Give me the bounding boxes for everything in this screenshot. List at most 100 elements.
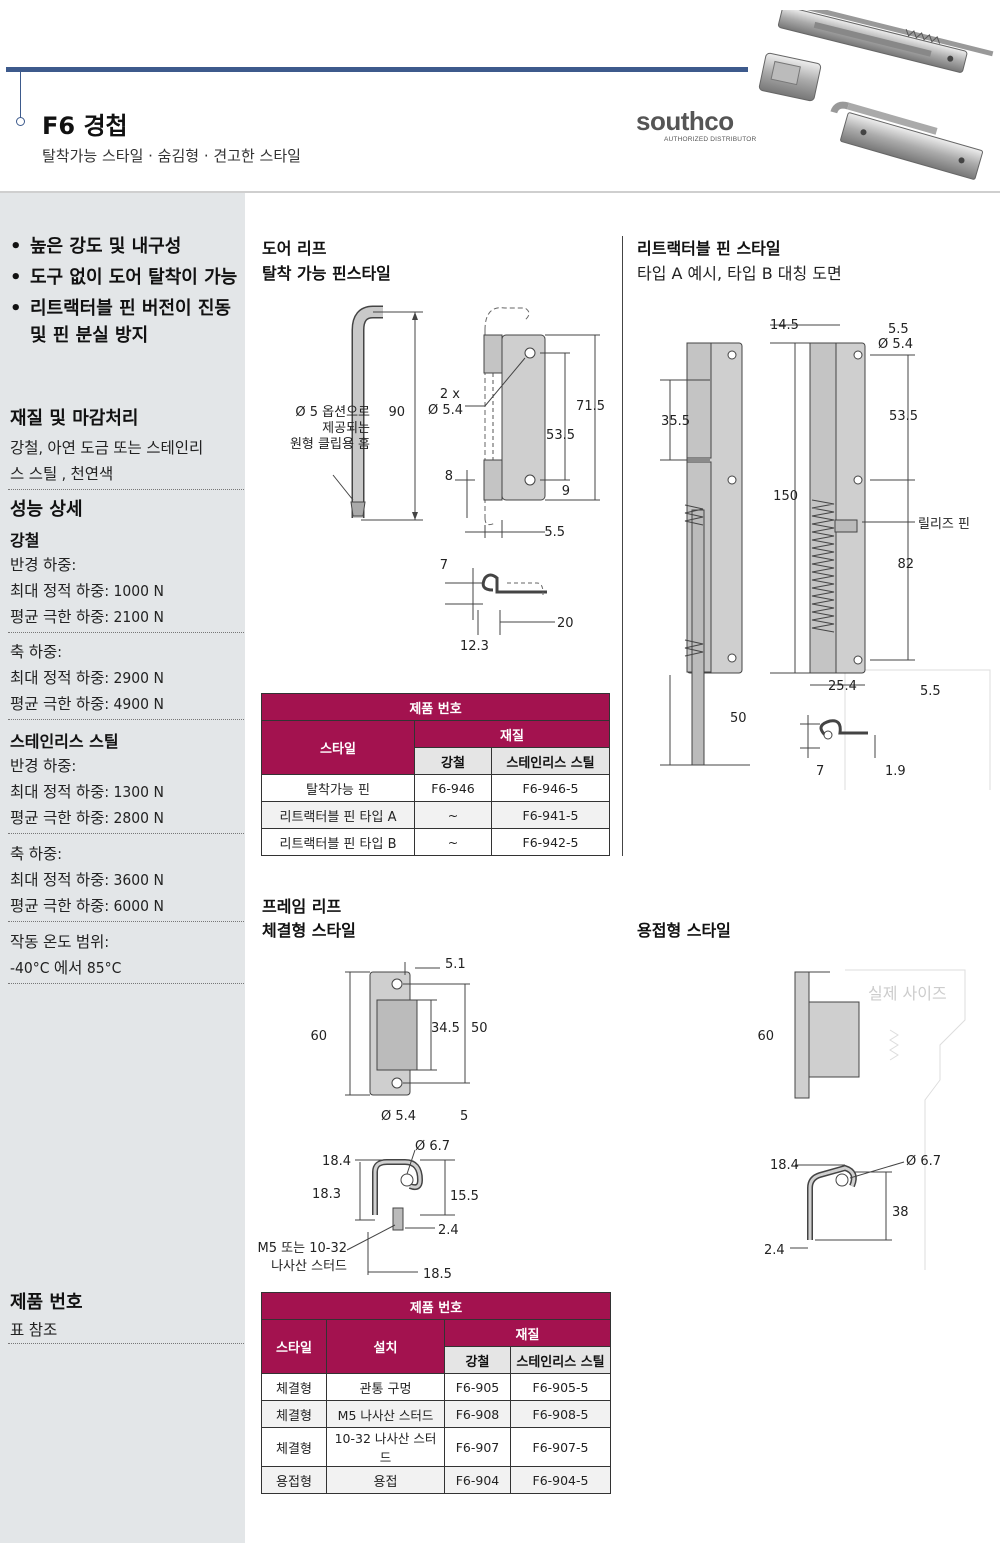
cell: 용접형: [261, 1466, 327, 1494]
dim-8: 8: [445, 469, 453, 484]
dim-2-4: 2.4: [438, 1223, 459, 1238]
retract-subtitle: 타입 A 예시, 타입 B 대칭 도면: [637, 264, 842, 283]
dim-7: 7: [440, 558, 448, 573]
dim-18-5: 18.5: [423, 1267, 452, 1280]
header-separator: [0, 191, 1000, 193]
divider: [8, 833, 244, 834]
col-steel: 강철: [414, 747, 492, 775]
dim-35-5: 35.5: [661, 414, 690, 429]
divider: [8, 632, 244, 633]
table-row: 용접형 용접 F6-904 F6-904-5: [261, 1466, 611, 1494]
part-number-table-2: 제품 번호 스타일 설치 재질 강철 스테인리스 스틸 체결형 관통 구멍 F6…: [261, 1292, 611, 1494]
dim-90: 90: [388, 405, 405, 420]
cell: F6-941-5: [491, 801, 610, 829]
dim-12-3: 12.3: [460, 639, 489, 654]
cell: 체결형: [261, 1400, 327, 1428]
retract-drawing: 35.5 50 150 14.5 5.5 Ø 5.4 53.5 82 릴리즈 핀…: [660, 318, 991, 790]
cell: 체결형: [261, 1373, 327, 1401]
dim-1-9: 1.9: [885, 764, 906, 779]
dim-53-5: 53.5: [546, 428, 575, 443]
dim-53-5-r: 53.5: [889, 409, 918, 424]
spec-text: 최대 정적 하중: 1300 N: [10, 783, 164, 801]
divider: [8, 983, 244, 984]
dim-50-f: 50: [471, 1021, 488, 1036]
note-line: Ø 5 옵션으로: [295, 405, 370, 420]
material-text: 강철, 아연 도금 또는 스테인리: [10, 439, 204, 457]
retract-title: 리트랙터블 핀 스타일: [637, 239, 781, 258]
table-row: 체결형 M5 나사산 스터드 F6-908 F6-908-5: [261, 1400, 611, 1428]
header-accent-dot: [16, 117, 25, 126]
brand-logo: southco: [636, 106, 734, 136]
dim-5-5-top: 5.5: [888, 322, 909, 337]
frame-leaf-drawing: 60 5.1 34.5 50 Ø 5.4 5 Ø 6.7 18.4 18.3 1…: [258, 957, 488, 1280]
frame-leaf-title: 프레임 리프: [262, 897, 342, 916]
cell: 관통 구멍: [326, 1373, 445, 1401]
page-title: F6 경첩: [42, 112, 128, 140]
spec-text: 최대 정적 하중: 2900 N: [10, 669, 164, 687]
door-leaf-title: 도어 리프: [262, 239, 327, 258]
temp-label: 작동 온도 범위:: [10, 933, 110, 951]
cell: ~: [414, 828, 492, 856]
spec-text: 평균 극한 하중: 2100 N: [10, 608, 164, 626]
page-subtitle: 탈착가능 스타일 · 숨김형 · 견고한 스타일: [42, 147, 301, 165]
cell: 탈착가능 핀: [261, 774, 415, 802]
dim-2x: 2 x: [440, 387, 460, 402]
cell: 체결형: [261, 1427, 327, 1467]
dim-150: 150: [773, 489, 798, 504]
divider: [8, 719, 244, 720]
dim-5-5-bottom: 5.5: [920, 684, 941, 699]
note-line: 제공되는: [322, 421, 370, 436]
table-row: 리트랙터블 핀 타입 B ~ F6-942-5: [261, 828, 610, 856]
spec-text: 평균 극한 하중: 4900 N: [10, 695, 164, 713]
cell: F6-904-5: [510, 1466, 611, 1494]
dim-25-4: 25.4: [828, 679, 857, 694]
spec-text: 평균 극한 하중: 6000 N: [10, 897, 164, 915]
weld-drawing: 60 18.4 Ø 6.7 38 2.4: [757, 969, 966, 1270]
cell: F6-907-5: [510, 1427, 611, 1467]
col-style: 스타일: [261, 1319, 327, 1374]
material-text: 스 스틸 , 천연색: [10, 465, 114, 483]
divider: [8, 1343, 244, 1344]
dim-14-5: 14.5: [770, 318, 799, 333]
part-number-heading: 제품 번호: [10, 1292, 83, 1313]
dim-5-5: 5.5: [544, 525, 565, 540]
brand-logo-sub: AUTHORIZED DISTRIBUTOR: [664, 136, 757, 143]
sidebar: [0, 193, 245, 1543]
table-header: 제품 번호: [261, 1292, 611, 1320]
spec-text: 최대 정적 하중: 1000 N: [10, 582, 164, 600]
dim-6-7-w: Ø 6.7: [906, 1154, 941, 1169]
table-row: 리트랙터블 핀 타입 A ~ F6-941-5: [261, 801, 610, 829]
product-photo: [758, 10, 994, 180]
cell: 리트랙터블 핀 타입 B: [261, 828, 415, 856]
feature-list: 높은 강도 및 내구성 도구 없이 도어 탈착이 가능 리트랙터블 핀 버전이 …: [10, 233, 240, 353]
table-header: 제품 번호: [261, 693, 610, 721]
dim-hole-5-4: Ø 5.4: [878, 337, 913, 352]
spec-text: 축 하중:: [10, 643, 62, 661]
cell: ~: [414, 801, 492, 829]
divider: [8, 921, 244, 922]
cell: F6-904: [444, 1466, 511, 1494]
dim-5-1: 5.1: [445, 957, 466, 972]
spec-text: 최대 정적 하중: 3600 N: [10, 871, 164, 889]
feature-item: 높은 강도 및 내구성: [10, 233, 240, 260]
dim-82: 82: [897, 557, 914, 572]
part-number-table-1: 제품 번호 스타일 재질 강철 스테인리스 스틸 탈착가능 핀 F6-946 F…: [261, 693, 610, 856]
col-install: 설치: [326, 1319, 445, 1374]
cell: 10-32 나사산 스터드: [326, 1427, 445, 1467]
col-stainless: 스테인리스 스틸: [510, 1346, 611, 1374]
dim-34-5: 34.5: [431, 1021, 460, 1036]
dim-18-4-w: 18.4: [770, 1158, 799, 1173]
dim-38-w: 38: [892, 1205, 909, 1220]
dim-20: 20: [557, 616, 574, 631]
stud-label: M5 또는 10-32: [258, 1241, 347, 1256]
material-heading: 재질 및 마감처리: [10, 408, 139, 429]
table-row: 탈착가능 핀 F6-946 F6-946-5: [261, 774, 610, 802]
actual-size-label: 실제 사이즈: [868, 984, 947, 1003]
door-leaf-subtitle: 탈착 가능 핀스타일: [262, 264, 391, 283]
dim-hole-f: Ø 5.4: [381, 1109, 416, 1124]
weld-title: 용접형 스타일: [637, 921, 731, 940]
cell: 리트랙터블 핀 타입 A: [261, 801, 415, 829]
dim-5-f: 5: [460, 1109, 468, 1124]
door-leaf-drawing: 90 Ø 5 옵션으로 제공되는 원형 클립용 홈 2 x Ø 5.4 71.5…: [290, 305, 605, 654]
stainless-heading: 스테인리스 스틸: [10, 732, 119, 751]
